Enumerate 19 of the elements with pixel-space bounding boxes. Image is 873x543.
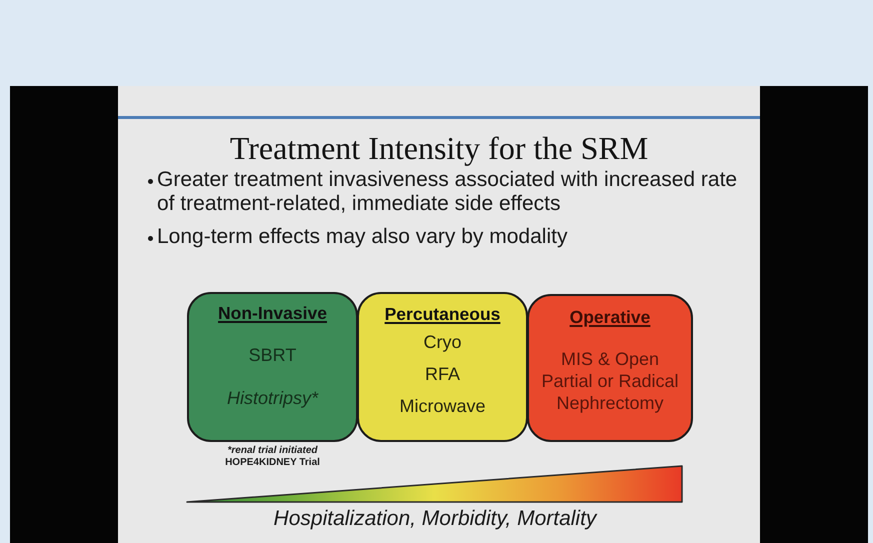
footnote-text: HOPE4KIDNEY Trial <box>225 457 320 469</box>
footnote-text: *renal trial initiated <box>227 445 318 457</box>
bullet-text: Greater treatment invasiveness associated with increased rate of treatment-related, immediate side effects <box>157 168 738 216</box>
category-heading: Non-Invasive <box>218 303 327 323</box>
scale-caption: Hospitalization, Morbidity, Mortality <box>274 506 596 532</box>
treatment-text: Histotripsy* <box>226 387 318 409</box>
slide-title: Treatment Intensity for the SRM <box>230 129 648 168</box>
treatment-text: Cryo <box>424 331 462 353</box>
gradient-wedge <box>186 465 684 503</box>
category-heading: Operative <box>570 307 650 327</box>
category-box <box>187 292 358 442</box>
treatment-text: SBRT <box>248 344 296 366</box>
bullet-text: Long-term effects may also vary by modality <box>157 225 568 249</box>
category-box <box>527 294 693 442</box>
treatment-text: Microwave <box>399 395 486 417</box>
treatment-text: RFA <box>425 363 460 385</box>
category-box <box>357 292 528 442</box>
treatment-text: MIS & Open Partial or Radical Nephrectomy <box>540 348 680 414</box>
category-heading: Percutaneous <box>384 304 500 324</box>
